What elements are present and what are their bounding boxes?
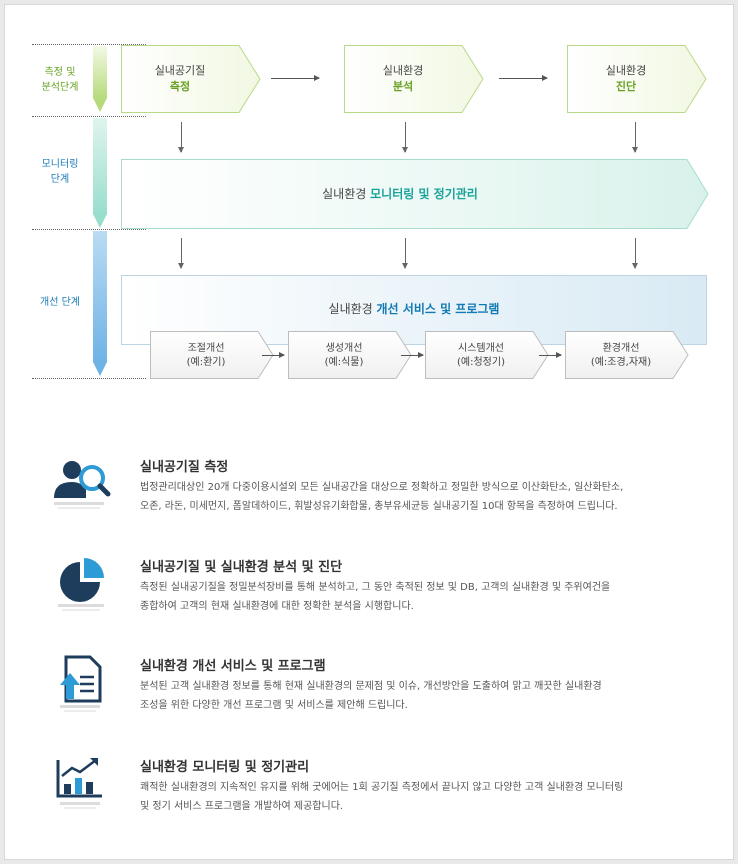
sub-chevron-shape [565,331,689,379]
arrow-sub-1 [262,352,285,358]
improve-step-environment-line1: 환경개선 [602,343,640,354]
chevron-shape [121,45,261,113]
step-measure-line2: 측정 [169,80,191,93]
improve-step-system-line2: (예:청정기) [457,357,505,368]
service-description: 쾌적한 실내환경의 지속적인 유지를 위해 굿에어는 1회 공기질 측정에서 끝… [140,782,624,812]
stage-arrow-monitor [93,118,107,214]
pie-chart-icon [50,556,114,620]
improve-step-environment-line2: (예:조경,자재) [590,357,652,368]
down-arrow-1 [178,122,184,153]
service-description: 법정관리대상인 20개 다중이용시설외 모든 실내공간을 대상으로 정확하고 정… [140,482,624,512]
improve-step-system: 시스템개선 (예:청정기) [425,331,549,379]
monitoring-prefix: 실내환경 [322,187,371,201]
separator-line-1 [32,44,146,45]
down-arrow-4 [178,238,184,269]
down-arrow-2 [402,122,408,153]
improve-step-control: 조절개선 (예:환기) [150,331,274,379]
monitoring-banner-text: 실내환경 모니터링 및 정기관리 [121,185,679,202]
improve-step-control-text: 조절개선 (예:환기) [150,342,262,370]
arrow-sub-2 [401,352,424,358]
improve-step-environment-text: 환경개선 (예:조경,자재) [565,342,677,370]
separator-line-3 [32,229,146,230]
chevron-shape [567,45,707,113]
improve-step-generate: 생성개선 (예:식물) [288,331,412,379]
stage-label-measure: 측정 및 분석단계 [28,65,92,95]
arrow-measure-to-analyze [271,75,320,81]
stage-arrow-measure-head [93,98,107,112]
step-diagnose-line1: 실내환경 [605,64,647,77]
sub-chevron-shape [288,331,412,379]
stage-arrow-measure [93,46,107,98]
arrow-analyze-to-diagnose [499,75,548,81]
down-arrow-6 [632,238,638,269]
service-title: 실내공기질 및 실내환경 분석 및 진단 [140,560,343,575]
stage-label-improve: 개선 단계 [28,295,92,310]
service-description: 측정된 실내공기질을 정밀분석장비를 통해 분석하고, 그 동안 축적된 정보 … [140,582,611,612]
down-arrow-5 [402,238,408,269]
monitoring-banner-shape [121,159,709,229]
bar-chart-trend-icon [50,756,114,820]
improve-step-environment: 환경개선 (예:조경,자재) [565,331,689,379]
monitoring-banner: 실내환경 모니터링 및 정기관리 [121,159,709,229]
stage-label-monitor: 모니터링 단계 [28,157,92,187]
improvement-box-text: 실내환경 개선 서비스 및 프로그램 [122,300,706,317]
improvement-prefix: 실내환경 [328,302,377,316]
improvement-highlight: 개선 서비스 및 프로그램 [376,302,500,316]
stage-label-monitor-text: 모니터링 단계 [41,159,79,185]
sub-chevron-shape [150,331,274,379]
sub-chevron-shape [425,331,549,379]
service-title: 실내환경 개선 서비스 및 프로그램 [140,659,326,674]
stage-arrow-improve [93,231,107,362]
stage-arrow-improve-head [93,362,107,376]
improve-step-generate-text: 생성개선 (예:식물) [288,342,400,370]
person-magnifier-icon [50,456,114,520]
improve-step-system-text: 시스템개선 (예:청정기) [425,342,537,370]
improve-step-system-line1: 시스템개선 [458,343,504,354]
improve-step-control-line2: (예:환기) [186,357,226,368]
separator-line-2 [32,116,146,117]
stage-arrow-monitor-head [93,214,107,228]
stage-label-improve-text: 개선 단계 [40,297,80,308]
chevron-shape [344,45,484,113]
step-analyze-line2: 분석 [392,80,414,93]
service-title: 실내환경 모니터링 및 정기관리 [140,760,310,775]
step-analyze-line1: 실내환경 [382,64,424,77]
service-description: 분석된 고객 실내환경 정보를 통해 현재 실내환경의 문제점 및 이슈, 개선… [140,681,602,711]
down-arrow-3 [632,122,638,153]
step-measure-line1: 실내공기질 [154,64,206,77]
stage-label-measure-text: 측정 및 분석단계 [41,67,79,93]
arrow-sub-3 [539,352,562,358]
page-frame [4,4,734,860]
monitoring-highlight: 모니터링 및 정기관리 [370,187,478,201]
separator-line-4 [32,378,146,379]
step-diagnose-line2: 진단 [615,80,637,93]
improve-step-generate-line2: (예:식물) [324,357,364,368]
document-upload-icon [50,655,114,719]
improve-step-generate-line1: 생성개선 [325,343,363,354]
improve-step-control-line1: 조절개선 [187,343,225,354]
service-title: 실내공기질 측정 [140,460,229,475]
